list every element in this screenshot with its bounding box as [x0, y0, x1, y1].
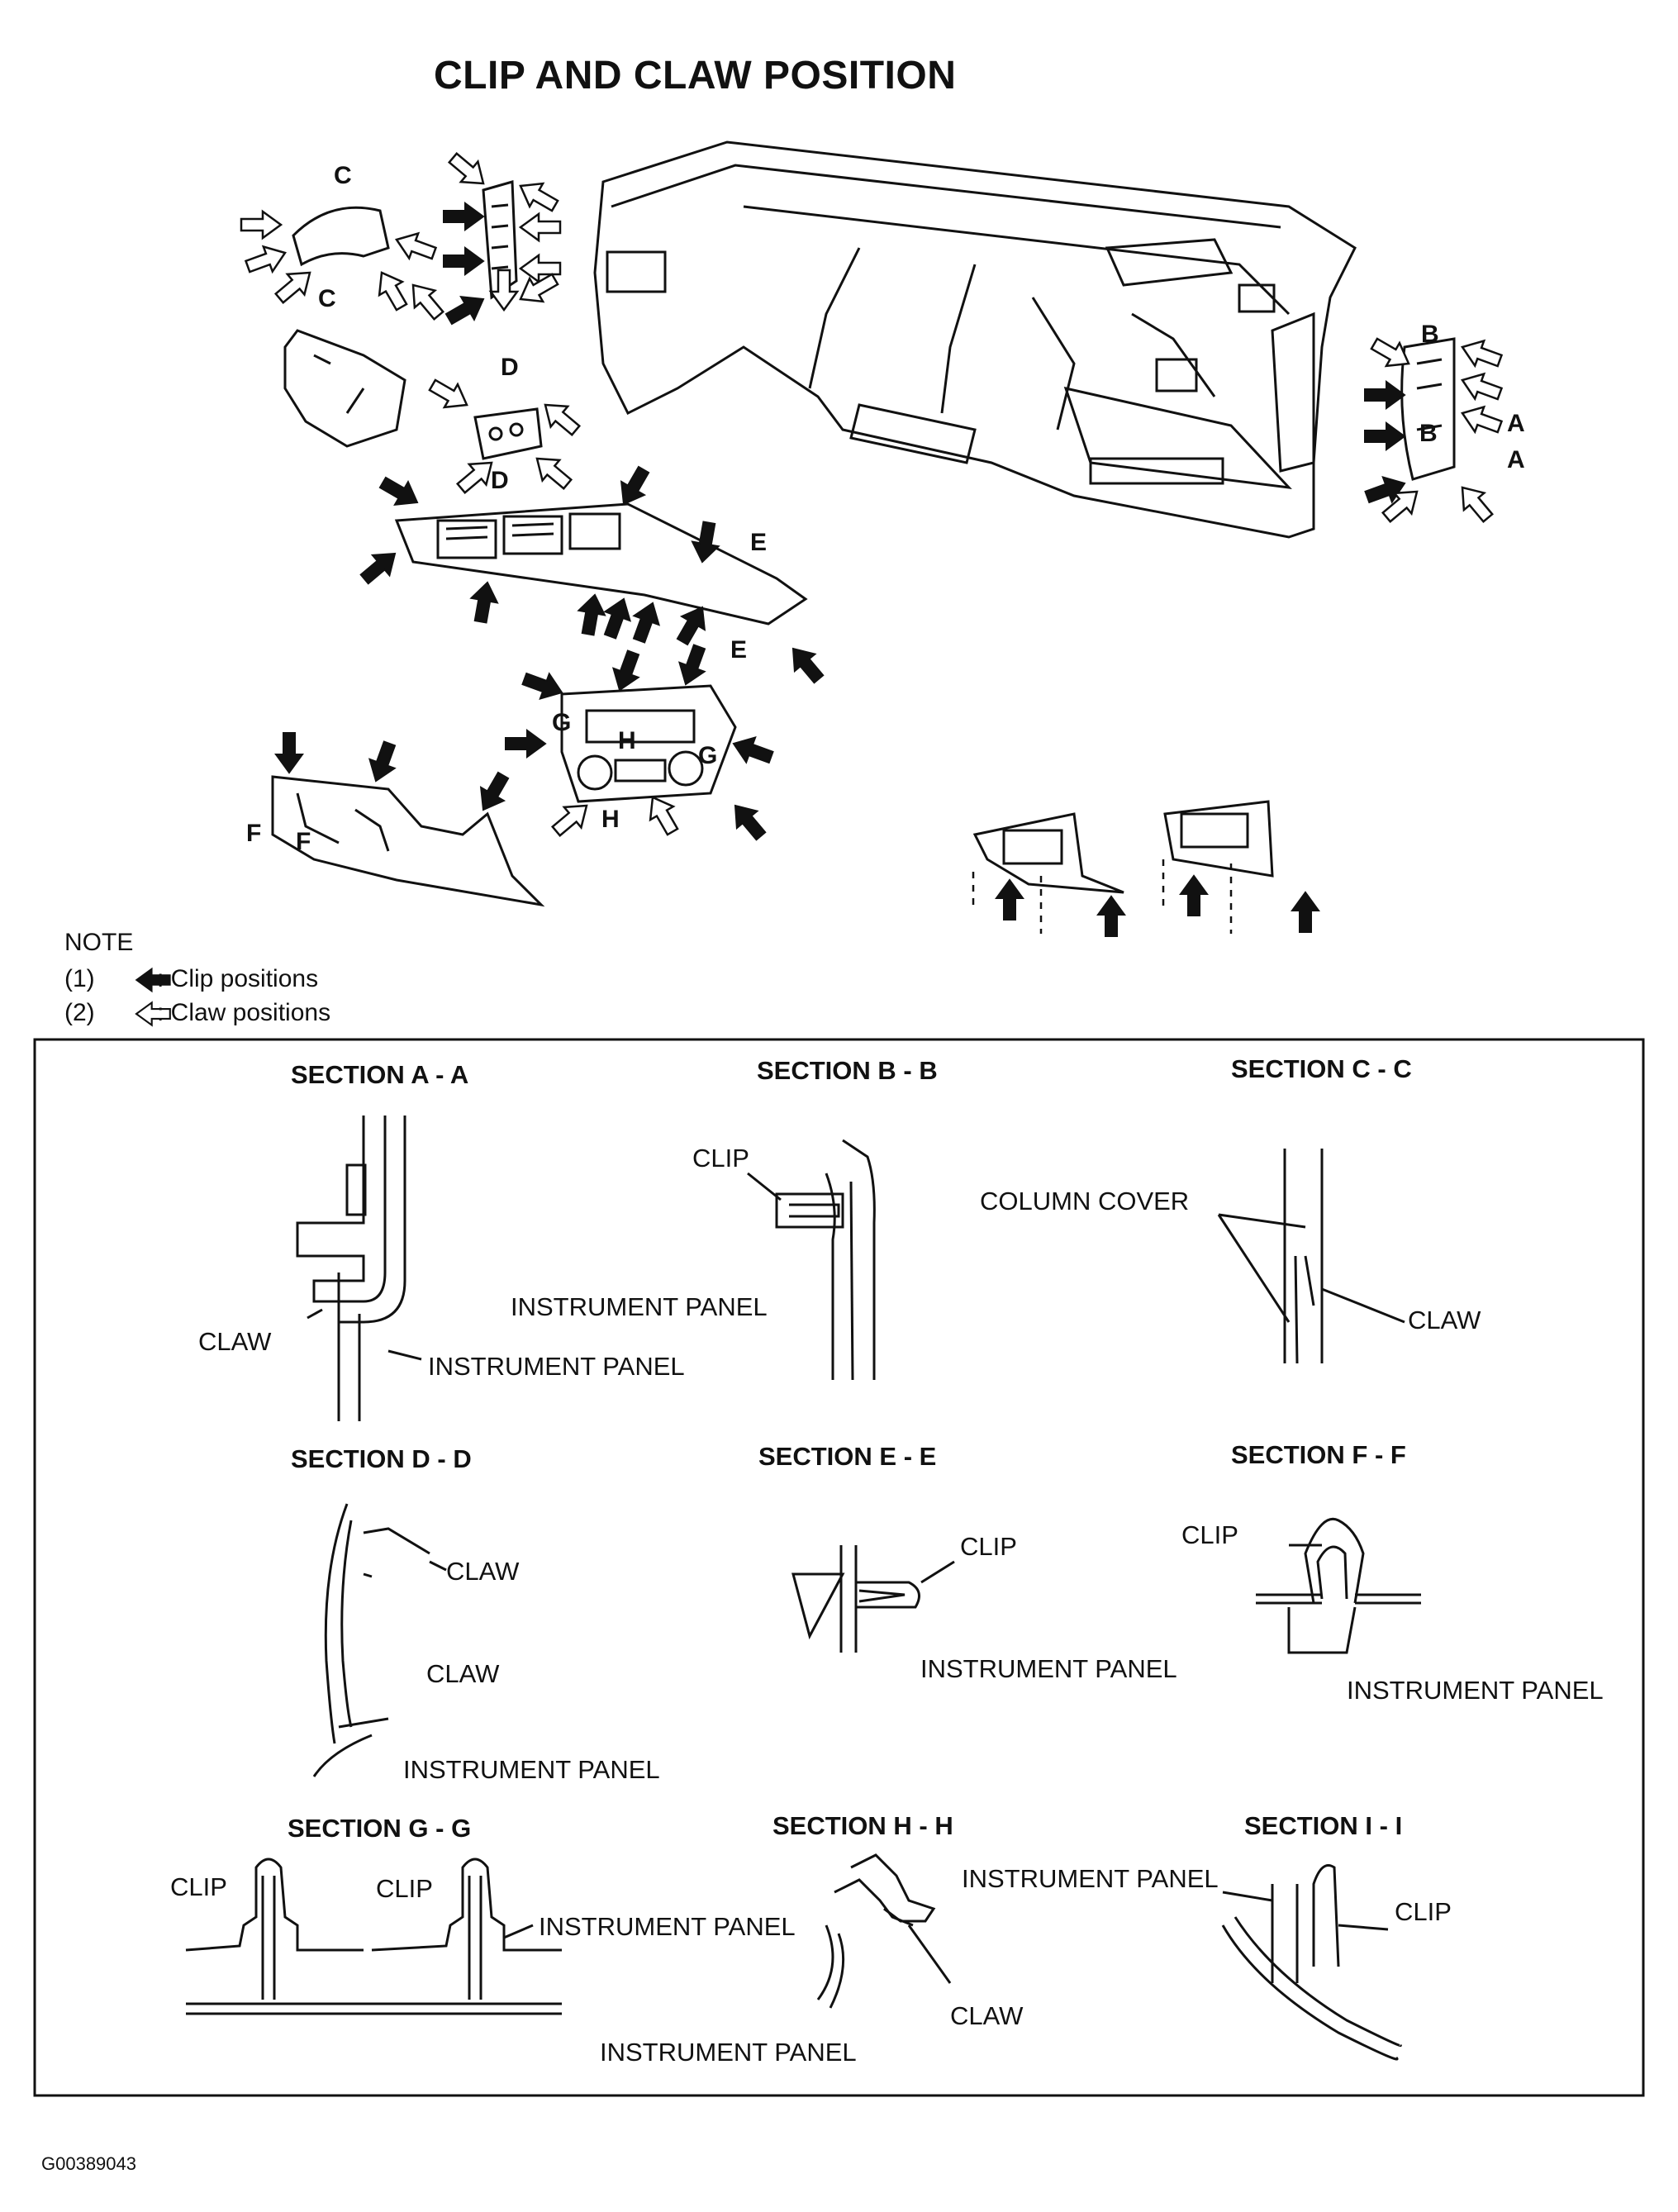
column-cover-clip-arrows [240, 210, 450, 326]
lower-console-arrows [972, 859, 1320, 938]
lower-console-drawing [972, 800, 1274, 894]
dd-panel-label: INSTRUMENT PANEL [403, 1755, 660, 1784]
ff-panel-label: INSTRUMENT PANEL [1347, 1676, 1604, 1705]
note-number: (1) [64, 965, 95, 992]
cc-claw-label: CLAW [1408, 1306, 1481, 1334]
note-item-claw: (2) : Claw positions [64, 999, 330, 1027]
section-ee-title: SECTION E - E [758, 1442, 937, 1471]
center-vent-drawing [394, 502, 808, 626]
callout-b-top: B [1421, 321, 1439, 348]
note-text: : Claw positions [157, 999, 331, 1026]
center-panel-drawing [560, 684, 737, 803]
right-panel-drawing [1400, 337, 1456, 481]
ff-clip-label: CLIP [1181, 1520, 1238, 1549]
sections-frame [33, 1038, 1645, 2097]
center-vent-arrows [354, 462, 830, 689]
section-ii-title: SECTION I - I [1244, 1811, 1403, 1840]
side-vent-arrows [441, 146, 563, 331]
gg-clip-left-label: CLIP [170, 1872, 227, 1901]
callout-d-top: D [501, 354, 519, 381]
callout-c-top: C [334, 162, 352, 189]
section-aa-title: SECTION A - A [291, 1060, 469, 1089]
callout-f-right: F [296, 828, 311, 855]
hh-panel-label: INSTRUMENT PANEL [600, 2038, 857, 2067]
callout-g-left: G [552, 709, 572, 736]
callout-a-bottom: A [1507, 446, 1525, 473]
callout-h-bottom: H [601, 806, 620, 833]
section-bb-drawing [747, 1139, 876, 1381]
callout-e-top: E [750, 529, 768, 556]
ii-panel-label: INSTRUMENT PANEL [962, 1864, 1219, 1893]
section-gg-drawing [185, 1858, 562, 2015]
knee-panel-arrows [275, 732, 516, 817]
cc-cover-label: COLUMN COVER [980, 1187, 1190, 1215]
section-ff-drawing [1256, 1518, 1421, 1654]
callout-c-bottom: C [318, 285, 336, 312]
callout-e-bottom: E [730, 636, 748, 664]
section-dd-title: SECTION D - D [291, 1444, 472, 1473]
figure-id: G00389043 [41, 2153, 136, 2174]
side-vent-drawing [482, 180, 518, 300]
section-aa-drawing [296, 1116, 422, 1421]
section-bb-title: SECTION B - B [757, 1056, 938, 1085]
bb-panel-label: INSTRUMENT PANEL [511, 1292, 768, 1321]
callout-a-top: A [1507, 410, 1525, 437]
ee-panel-label: INSTRUMENT PANEL [920, 1654, 1177, 1683]
ee-clip-label: CLIP [960, 1532, 1017, 1561]
callout-d-bottom: D [491, 467, 509, 494]
callout-f-left: F [246, 820, 262, 847]
dd-claw-bottom-label: CLAW [426, 1659, 500, 1688]
bb-clip-label: CLIP [692, 1144, 749, 1173]
ii-clip-label: CLIP [1395, 1897, 1452, 1926]
section-gg-title: SECTION G - G [288, 1814, 472, 1843]
section-dd-drawing [312, 1503, 447, 1777]
note-text: : Clip positions [157, 965, 319, 992]
hh-claw-label: CLAW [950, 2001, 1024, 2030]
section-cc-drawing [1217, 1149, 1405, 1364]
center-panel-arrows [505, 641, 777, 846]
dd-claw-top-label: CLAW [446, 1557, 520, 1586]
section-ee-drawing [791, 1545, 955, 1653]
column-cover-drawing [283, 206, 406, 448]
switch-panel-drawing [473, 407, 543, 460]
section-hh-drawing [816, 1853, 952, 2009]
aa-claw-label: CLAW [198, 1327, 272, 1356]
knee-panel-drawing [271, 775, 545, 907]
callout-h-top: H [618, 727, 636, 754]
callout-b-bottom: B [1419, 420, 1438, 447]
aa-panel-label: INSTRUMENT PANEL [428, 1352, 685, 1381]
note-number: (2) [64, 999, 95, 1026]
page-title: CLIP AND CLAW POSITION [434, 54, 957, 98]
callout-g-right: G [698, 742, 718, 769]
section-ff-title: SECTION F - F [1231, 1440, 1406, 1469]
instrument-panel-drawing [593, 140, 1357, 539]
gg-panel-label: INSTRUMENT PANEL [539, 1912, 796, 1941]
section-cc-title: SECTION C - C [1231, 1054, 1412, 1083]
note-heading: NOTE [64, 929, 134, 956]
note-item-clip: (1) : Clip positions [64, 965, 318, 993]
gg-clip-right-label: CLIP [376, 1874, 433, 1903]
section-hh-title: SECTION H - H [772, 1811, 953, 1840]
section-ii-drawing [1221, 1864, 1402, 2061]
